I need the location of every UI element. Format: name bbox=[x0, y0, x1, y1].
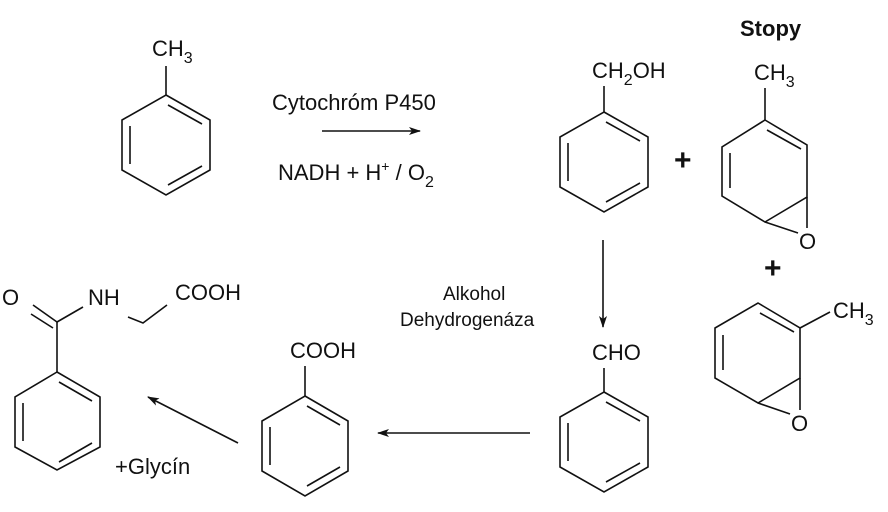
benzaldehyde-molecule: CHO bbox=[559, 340, 649, 493]
svg-text:CH2OH: CH2OH bbox=[592, 58, 666, 89]
svg-text:CHO: CHO bbox=[592, 340, 641, 365]
plus-sign: + bbox=[674, 144, 692, 177]
traces-heading: Stopy bbox=[740, 16, 802, 41]
enzyme-label: Cytochróm P450 bbox=[272, 90, 436, 115]
cofactor-label: NADH + H+ / O2 bbox=[278, 158, 434, 191]
plus-sign: + bbox=[764, 252, 782, 285]
toluene-molecule: CH3 bbox=[121, 36, 211, 196]
reaction-arrow bbox=[147, 396, 239, 444]
svg-text:O: O bbox=[799, 229, 816, 254]
epoxide-2-molecule: CH3 O bbox=[714, 298, 874, 436]
svg-text:CH3: CH3 bbox=[833, 298, 874, 329]
svg-text:CH3: CH3 bbox=[754, 60, 795, 91]
svg-text:NH: NH bbox=[88, 285, 120, 310]
glycine-label: +Glycín bbox=[115, 454, 190, 479]
benzoic-acid-molecule: COOH bbox=[261, 338, 356, 497]
enzyme-label: Alkohol bbox=[443, 284, 505, 305]
svg-text:CH3: CH3 bbox=[152, 36, 193, 67]
benzyl-alcohol-molecule: CH2OH bbox=[559, 58, 666, 213]
svg-text:COOH: COOH bbox=[290, 338, 356, 363]
svg-text:O: O bbox=[2, 285, 19, 310]
svg-text:O: O bbox=[791, 411, 808, 436]
enzyme-label: Dehydrogenáza bbox=[400, 310, 535, 331]
hippuric-acid-molecule: O NH COOH bbox=[2, 280, 241, 471]
svg-text:COOH: COOH bbox=[175, 280, 241, 305]
epoxide-1-molecule: CH3 O bbox=[721, 60, 816, 254]
